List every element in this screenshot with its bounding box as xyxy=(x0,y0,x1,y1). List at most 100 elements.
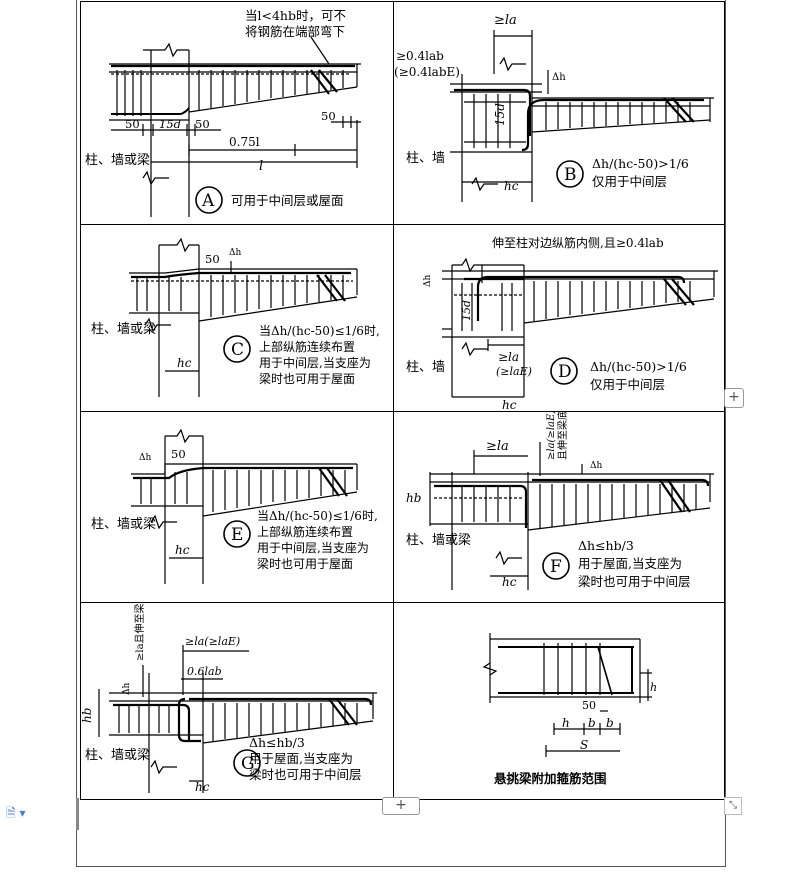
panel-f-desc-2: 梁时也可用于中间层 xyxy=(578,574,691,589)
panel-letter-g: G xyxy=(241,754,255,774)
panel-f-drawing: ≥la ≥la(≥laE) 且伸至梁底 Δh hb 柱、墙或梁 hc F Δh≤… xyxy=(406,412,714,590)
dim-hc-e: hc xyxy=(175,543,190,557)
dim-b-1: b xyxy=(588,716,596,730)
panel-h: h 50 h b b S 悬挑梁附加箍筋范围 xyxy=(393,602,725,800)
dim-la-f: ≥la xyxy=(486,439,509,454)
panel-letter-a: A xyxy=(201,191,215,211)
margin-marker xyxy=(76,798,79,830)
dim-hb-g: hb xyxy=(81,708,94,723)
panel-a: 当l<4hb时，可不 将钢筋在端部弯下 50 15d 50 50 0.75l l… xyxy=(80,1,394,225)
dim-50-mid: 50 xyxy=(195,117,210,131)
panel-a-desc: 可用于中间层或屋面 xyxy=(231,193,344,208)
panel-h-caption: 悬挑梁附加箍筋范围 xyxy=(493,771,607,786)
dim-06lab-g: 0.6lab xyxy=(187,665,222,678)
panel-g: ≥la且伸至梁底 Δh ≥la(≥laE) 0.6lab hb 柱、墙或梁 hc… xyxy=(80,602,394,800)
dim-hc-b: hc xyxy=(504,179,519,193)
delta-h-f: Δh xyxy=(590,461,602,471)
panel-e: Δh 50 柱、墙或梁 hc E 当Δh/(hc-50)≤1/6时, 上部纵筋连… xyxy=(80,411,394,603)
delta-h-e: Δh xyxy=(139,453,151,463)
panel-d-top-note: 伸至柱对边纵筋内侧,且≥0.4lab xyxy=(492,235,664,250)
panel-g-side-note: ≥la且伸至梁底 xyxy=(133,603,146,661)
dim-lae-d: (≥laE) xyxy=(496,365,532,378)
delta-h-b: Δh xyxy=(552,72,566,83)
dim-04lab: ≥0.4lab xyxy=(396,49,444,63)
dim-s: S xyxy=(580,738,588,752)
add-column-button[interactable]: + xyxy=(724,388,744,408)
delta-h-c: Δh xyxy=(229,248,241,258)
support-label-g: 柱、墙或梁 xyxy=(85,748,150,763)
panel-f-side-note-1: ≥la(≥laE) xyxy=(546,412,557,460)
panel-e-drawing: Δh 50 柱、墙或梁 hc E 当Δh/(hc-50)≤1/6时, 上部纵筋连… xyxy=(91,428,378,584)
panel-g-desc-2: 梁时也可用于中间层 xyxy=(249,767,362,782)
panel-g-condition: Δh≤hb/3 xyxy=(249,735,305,750)
figure-table: 当l<4hb时，可不 将钢筋在端部弯下 50 15d 50 50 0.75l l… xyxy=(80,1,725,800)
panel-e-desc-2: 用于中间层,当支座为 xyxy=(257,540,369,555)
panel-f: ≥la ≥la(≥laE) 且伸至梁底 Δh hb 柱、墙或梁 hc F Δh≤… xyxy=(393,411,725,603)
dim-hc-g: hc xyxy=(195,780,210,794)
dim-l: l xyxy=(259,159,263,174)
panel-letter-b: B xyxy=(564,165,577,185)
support-label-a: 柱、墙或梁 xyxy=(85,153,150,168)
panel-c-drawing: 50 Δh 柱、墙或梁 hc C 当Δh/(hc-50)≤1/6时, 上部纵筋连… xyxy=(91,237,380,397)
panel-b-desc: 仅用于中间层 xyxy=(592,174,667,189)
support-label-b: 柱、墙 xyxy=(406,151,445,166)
panel-a-note-1: 当l<4hb时，可不 xyxy=(245,8,346,23)
panel-c-desc-3: 梁时也可用于屋面 xyxy=(259,371,355,386)
panel-h-drawing: h 50 h b b S 悬挑梁附加箍筋范围 xyxy=(482,633,657,786)
table-resize-handle[interactable]: ⤡ xyxy=(724,797,742,815)
dim-075l: 0.75l xyxy=(229,135,260,149)
add-row-button[interactable]: + xyxy=(382,797,420,815)
panel-b: ≥la ≥0.4lab (≥0.4labE) Δh 15d 柱、墙 hc B Δ… xyxy=(393,1,725,225)
dim-la-b: ≥la xyxy=(494,13,517,28)
panel-g-desc-1: 用于屋面,当支座为 xyxy=(249,751,353,766)
panel-d-condition: Δh/(hc-50)>1/6 xyxy=(590,359,687,374)
dim-50-left: 50 xyxy=(125,117,140,131)
panel-f-desc-1: 用于屋面,当支座为 xyxy=(578,556,682,571)
panel-d-desc: 仅用于中间层 xyxy=(590,377,665,392)
delta-h-g: Δh xyxy=(122,683,132,695)
support-label-c: 柱、墙或梁 xyxy=(91,322,156,337)
panel-c: 50 Δh 柱、墙或梁 hc C 当Δh/(hc-50)≤1/6时, 上部纵筋连… xyxy=(80,224,394,412)
dim-hb-f: hb xyxy=(406,491,421,505)
panel-d: 伸至柱对边纵筋内侧,且≥0.4lab Δh 15d ≥la (≥laE) 柱、墙… xyxy=(393,224,725,412)
delta-h-d: Δh xyxy=(423,275,433,287)
panel-f-side-note-2: 且伸至梁底 xyxy=(556,412,569,460)
panel-a-note-2: 将钢筋在端部弯下 xyxy=(245,24,345,39)
dim-h-top: h xyxy=(650,681,657,694)
panel-letter-d: D xyxy=(558,362,572,382)
support-label-f: 柱、墙或梁 xyxy=(406,533,471,548)
panel-f-condition: Δh≤hb/3 xyxy=(578,538,634,553)
panel-letter-f: F xyxy=(550,557,562,577)
panel-b-drawing: ≥la ≥0.4lab (≥0.4labE) Δh 15d 柱、墙 hc B Δ… xyxy=(394,13,714,202)
panel-g-drawing: ≥la且伸至梁底 Δh ≥la(≥laE) 0.6lab hb 柱、墙或梁 hc… xyxy=(81,603,377,794)
panel-letter-c: C xyxy=(231,340,244,360)
dim-50-h: 50 xyxy=(582,699,596,712)
dim-15d-d: 15d xyxy=(460,300,473,321)
dim-hc-d: hc xyxy=(502,398,517,411)
dim-la-d: ≥la xyxy=(498,350,519,364)
dim-15d: 15d xyxy=(159,117,181,131)
dim-50-c: 50 xyxy=(205,252,220,266)
support-label-d: 柱、墙 xyxy=(406,360,445,375)
panel-letter-e: E xyxy=(231,525,243,545)
panel-c-desc-1: 上部纵筋连续布置 xyxy=(259,339,355,354)
dim-04labe: (≥0.4labE) xyxy=(394,65,460,79)
dim-15d-b: 15d xyxy=(493,103,507,126)
dim-50-e: 50 xyxy=(171,447,186,461)
panel-a-drawing: 当l<4hb时，可不 将钢筋在端部弯下 50 15d 50 50 0.75l l… xyxy=(85,8,361,217)
panel-e-desc-1: 上部纵筋连续布置 xyxy=(257,524,353,539)
dim-hc-f: hc xyxy=(502,575,517,589)
panel-d-drawing: 伸至柱对边纵筋内侧,且≥0.4lab Δh 15d ≥la (≥laE) 柱、墙… xyxy=(406,235,718,411)
dim-hc-c: hc xyxy=(177,356,192,370)
dim-50-right: 50 xyxy=(321,109,336,123)
panel-e-condition: 当Δh/(hc-50)≤1/6时, xyxy=(257,509,378,523)
dim-la-g: ≥la(≥laE) xyxy=(185,635,240,648)
panel-b-condition: Δh/(hc-50)>1/6 xyxy=(592,156,689,171)
panel-e-desc-3: 梁时也可用于屋面 xyxy=(257,556,353,571)
support-label-e: 柱、墙或梁 xyxy=(91,517,156,532)
dim-b-2: b xyxy=(606,716,614,730)
document-icon[interactable]: 🗎 ▾ xyxy=(6,806,26,820)
panel-c-condition: 当Δh/(hc-50)≤1/6时, xyxy=(259,324,380,338)
panel-c-desc-2: 用于中间层,当支座为 xyxy=(259,355,371,370)
dim-h-bottom: h xyxy=(562,716,570,730)
